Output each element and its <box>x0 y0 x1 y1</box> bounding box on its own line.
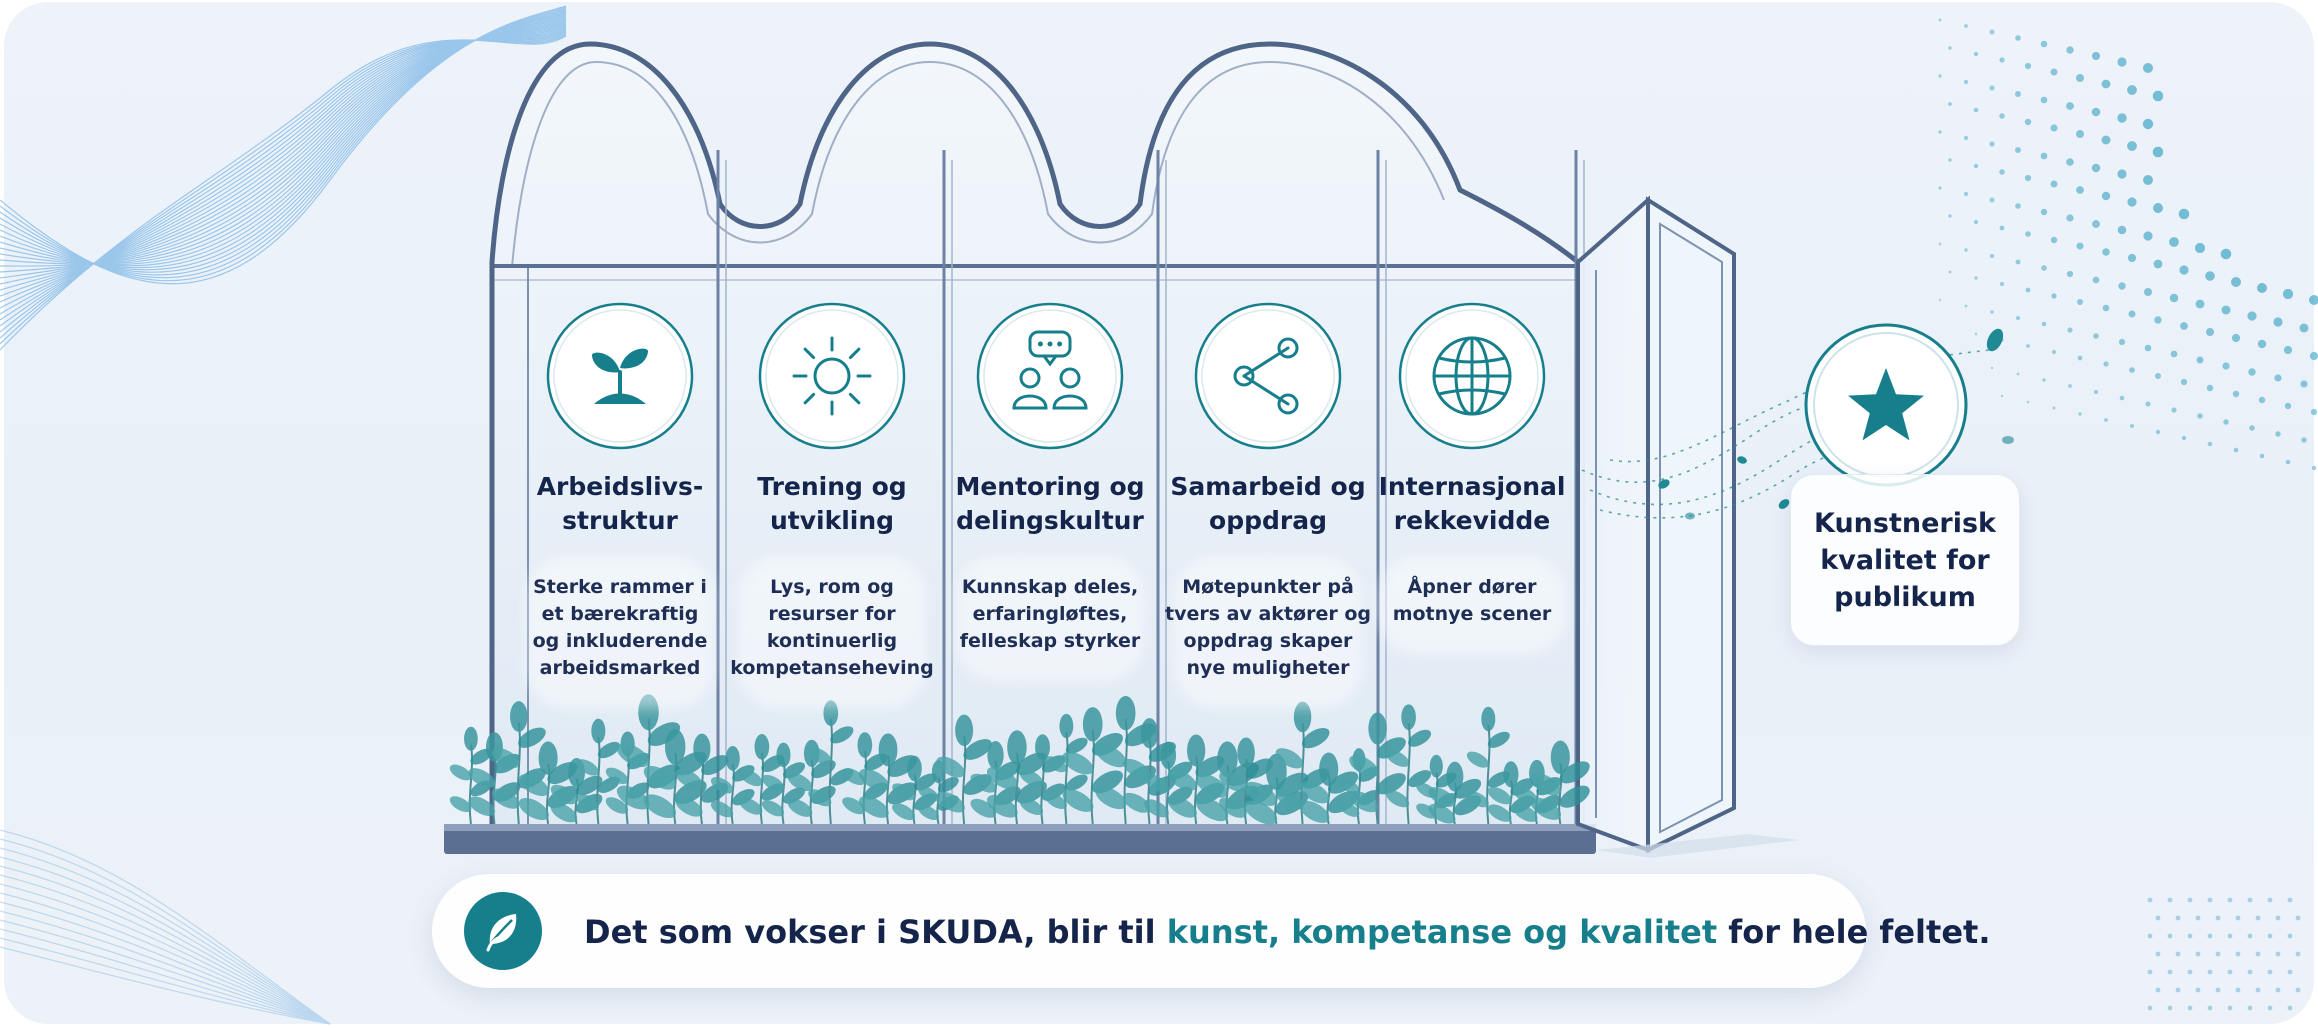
wave-lines-decoration <box>0 5 567 351</box>
pillar-description-line: Sterke rammer i <box>533 576 707 598</box>
pillar-desc-background <box>956 556 1144 681</box>
pillar-title-line-2: struktur <box>562 506 678 535</box>
pillar-description-line: Lys, rom og <box>770 576 894 598</box>
pillar-description-line: arbeidsmarked <box>539 657 701 679</box>
pillar-desc-background <box>526 556 714 708</box>
summary-banner <box>432 874 1866 988</box>
outcome-box: Kunstnerisk kvalitet for publikum <box>1790 474 2020 646</box>
pillar-description-line: tvers av aktører og <box>1165 603 1371 625</box>
globe-icon <box>1398 302 1546 450</box>
pillar-title-line-2: oppdrag <box>1209 506 1327 535</box>
outcome-text: Kunstnerisk kvalitet for publikum <box>1814 505 1996 616</box>
pillar-description-line: nye muligheter <box>1186 657 1350 679</box>
pillar-title-4: Samarbeid og oppdrag <box>1158 470 1378 538</box>
pillar-description-3: Kunnskap deles, erfaringløftes, felleskap … <box>940 574 1160 655</box>
banner-text: Det som vokser i SKUDA, blir til kunst, … <box>584 906 1990 958</box>
pillar-description-line: et bærekraftig <box>541 603 699 625</box>
pillar-desc-background <box>738 556 926 708</box>
sun-icon <box>758 302 906 450</box>
banner-text-start: Det som vokser i SKUDA, blir til <box>584 913 1167 951</box>
dot-pattern-bottom-decoration <box>2147 897 2301 1011</box>
pillar-description-line: oppdrag skaper <box>1183 630 1353 652</box>
pillar-desc-background <box>1174 556 1362 708</box>
pillar-description-line: og inkluderende <box>532 630 708 652</box>
people-chat-icon <box>976 302 1124 450</box>
outcome-line-1: Kunstnerisk <box>1814 507 1996 539</box>
pillar-description-line: kontinuerlig <box>766 630 898 652</box>
pillar-desc-background <box>1378 556 1566 654</box>
outcome-line-3: publikum <box>1834 581 1976 613</box>
sprout-icon <box>546 302 694 450</box>
pillar-description-line: Kunnskap deles, <box>961 576 1139 598</box>
share-network-icon <box>1194 302 1342 450</box>
pillar-description-line: Åpner dører <box>1407 576 1537 598</box>
greenhouse-door <box>1576 195 1800 858</box>
star-icon <box>1804 323 1968 487</box>
leaf-icon <box>464 892 542 970</box>
pillar-title-line-2: delingskultur <box>956 506 1144 535</box>
pillar-description-line: felleskap styrker <box>959 630 1141 652</box>
pillar-title-1: Arbeidslivs-struktur <box>510 470 730 538</box>
pillar-title-line-1: Samarbeid og <box>1170 472 1366 501</box>
pillar-title-5: Internasjonal rekkevidde <box>1362 470 1582 538</box>
pillar-description-2: Lys, rom og resurser for kontinuerlig kompe… <box>722 574 942 682</box>
plants-decoration <box>449 694 1590 825</box>
dot-pattern-decoration <box>1938 18 2318 471</box>
pillar-title-3: Mentoring og delingskultur <box>940 470 1160 538</box>
pillar-title-line-1: Trening og <box>757 472 907 501</box>
outcome-line-2: kvalitet for <box>1820 544 1990 576</box>
wave-lines-bottom-decoration <box>0 829 331 1025</box>
pillar-description-line: motnye scener <box>1392 603 1552 625</box>
pillar-title-line-1: Arbeidslivs- <box>536 472 704 501</box>
pillar-description-line: kompetanseheving <box>730 657 934 679</box>
banner-text-end: for hele feltet. <box>1717 913 1991 951</box>
pillar-description-line: resurser for <box>768 603 896 625</box>
pillar-title-line-2: utvikling <box>769 506 895 535</box>
banner-text-highlight: kunst, kompetanse og kvalitet <box>1166 913 1718 951</box>
pillar-title-line-1: Mentoring og <box>955 472 1145 501</box>
pillar-description-line: erfaringløftes, <box>972 603 1128 625</box>
pillar-description-4: Møtepunkter på tvers av aktører og oppdrag… <box>1158 574 1378 682</box>
pillar-description-line: Møtepunkter på <box>1182 576 1354 598</box>
pillar-description-5: Åpner dører motnye scener <box>1362 574 1582 628</box>
pillar-title-line-1: Internasjonal <box>1378 472 1566 501</box>
pillar-title-2: Trening og utvikling <box>722 470 942 538</box>
pillar-title-line-2: rekkevidde <box>1393 506 1551 535</box>
pillar-description-1: Sterke rammer i et bærekraftig og inkluder… <box>510 574 730 682</box>
